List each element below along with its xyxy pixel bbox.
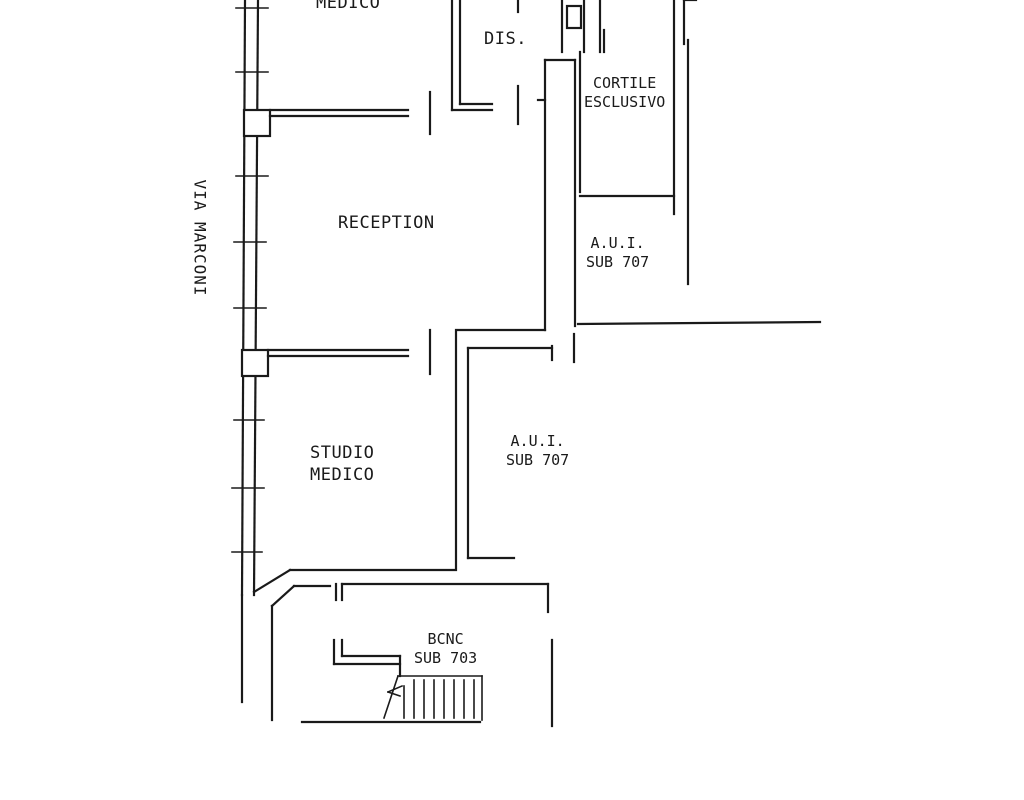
room-label-reception: RECEPTION (338, 213, 435, 233)
bottom-wall (252, 568, 292, 594)
room-label-studio-medico: STUDIO MEDICO (310, 442, 374, 486)
room-label-bcnc-line2: SUB 703 (414, 649, 478, 667)
facade-window-ticks (231, 7, 269, 553)
room-label-aui-large: A.U.I. SUB 707 (506, 432, 569, 470)
street-label: VIA MARCONI (190, 179, 210, 297)
room-label-aui-small: A.U.I. SUB 707 (586, 234, 649, 272)
room-label-aui-large-line1: A.U.I. (510, 432, 565, 450)
pillar (240, 348, 270, 378)
room-label-cortile-line2: ESCLUSIVO (584, 93, 666, 111)
room-label-cortile-line1: CORTILE (593, 74, 657, 92)
facade-wall-outer (240, 0, 247, 597)
facade-wall-inner (252, 0, 260, 597)
room-label-studio-medico-top: MEDICO (316, 0, 381, 13)
bcnc-wall (270, 584, 296, 608)
room-label-dis: DIS. (484, 29, 527, 49)
room-label-cortile: CORTILE ESCLUSIVO (584, 74, 665, 112)
room-label-bcnc: BCNC SUB 703 (414, 630, 477, 668)
pillar (242, 108, 272, 138)
service-box (565, 4, 583, 30)
staircase (382, 674, 483, 721)
room-label-aui-small-line1: A.U.I. (590, 234, 645, 252)
room-label-aui-small-line2: SUB 707 (586, 253, 650, 271)
room-label-bcnc-line1: BCNC (427, 630, 464, 648)
room-label-aui-large-line2: SUB 707 (506, 451, 570, 469)
boundary-wall (576, 320, 822, 326)
room-label-studio-medico-line1: STUDIO (310, 443, 375, 463)
room-label-studio-medico-line2: MEDICO (310, 465, 375, 485)
